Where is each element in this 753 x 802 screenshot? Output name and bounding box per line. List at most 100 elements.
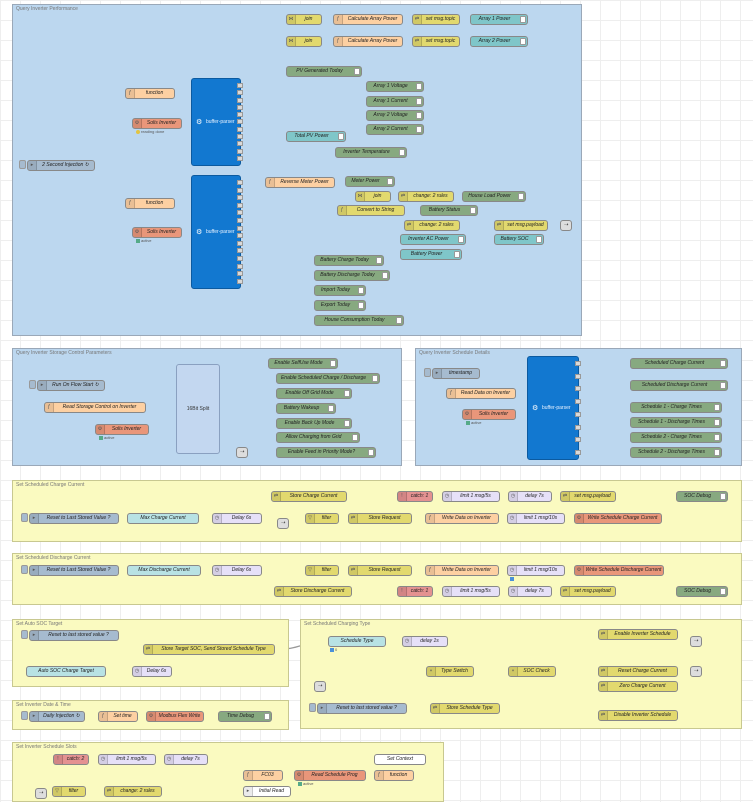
link-in-node[interactable]: ⇢ (314, 681, 326, 692)
inject-button[interactable] (21, 630, 28, 639)
join-node-2[interactable]: ⋈join (286, 36, 322, 47)
catch-node-1b[interactable]: !catch: 1 (397, 586, 433, 597)
catch-node-2[interactable]: !catch: 2 (53, 754, 89, 765)
output-array-2-voltage[interactable]: Array 2 Voltage (366, 110, 424, 121)
output-enable-back-up-mode[interactable]: Enable Back Up Mode (276, 418, 352, 429)
modbus-node-solis-4[interactable]: ⚙Solis Inverter (462, 409, 516, 420)
output-house-load-power[interactable]: House Load Power (462, 191, 526, 202)
modbus-read-schedule-prog[interactable]: ⚙Read Schedule Prog (294, 770, 366, 781)
output-import-today[interactable]: Import Today (314, 285, 366, 296)
limit-10s-2[interactable]: ◷limit 1 msg/10s (507, 565, 565, 576)
output-meter-power[interactable]: Meter Power (345, 176, 395, 187)
output-array-2-current[interactable]: Array 2 Current (366, 124, 424, 135)
debug-soc-1[interactable]: SOC Debug (676, 491, 728, 502)
output-export-today[interactable]: Export Today (314, 300, 366, 311)
change-store-target-soc[interactable]: ⇄Store Target SOC, Send Stored Schedule … (143, 644, 275, 655)
modbus-flex-write[interactable]: ⚙Modbus Flex Write (146, 711, 204, 722)
input-auto-soc-charge-target[interactable]: Auto SOC Charge Target (26, 666, 106, 677)
link-in-node[interactable]: ⇢ (277, 518, 289, 529)
output-allow-charging-from-grid[interactable]: Allow Charging from Grid (276, 432, 360, 443)
change-set-topic-1[interactable]: ⇄set msg.topic (412, 14, 460, 25)
inject-button[interactable] (19, 160, 26, 169)
change-set-topic-2[interactable]: ⇄set msg.topic (412, 36, 460, 47)
output-battery-power[interactable]: Battery Power (400, 249, 462, 260)
output-battery-charge-today[interactable]: Battery Charge Today (314, 255, 384, 266)
output-scheduled-charge-current[interactable]: Scheduled Charge Current (630, 358, 728, 369)
inject-button[interactable] (21, 513, 28, 522)
input-max-charge-current[interactable]: Max Charge Current (127, 513, 199, 524)
input-max-discharge-current[interactable]: Max Discharge Current (127, 565, 201, 576)
debug-soc-2[interactable]: SOC Debug (676, 586, 728, 597)
buffer-parser-node-3[interactable]: ⚙ buffer-parser (527, 356, 581, 460)
output-array-1-power[interactable]: Array 1 Power (470, 14, 528, 25)
inject-button[interactable] (309, 703, 316, 712)
filter-node-1[interactable]: ▽filter (305, 513, 339, 524)
input-schedule-type[interactable]: Schedule Type (328, 636, 386, 647)
bit-split-node[interactable]: 16Bit Split (176, 364, 220, 454)
output-array-1-voltage[interactable]: Array 1 Voltage (366, 81, 424, 92)
switch-type-switch[interactable]: ⑂Type Switch (426, 666, 474, 677)
group-set-charge-current[interactable]: Set Scheduled Charge Current (12, 480, 742, 542)
change-2-rules-b[interactable]: ⇄change: 2 rules (404, 220, 460, 231)
change-set-payload-2[interactable]: ⇄set msg.payload (560, 586, 616, 597)
change-2-rules-c[interactable]: ⇄change: 2 rules (104, 786, 162, 797)
change-store-request-2[interactable]: ⇄Store Request (348, 565, 412, 576)
inject-reset-last-stored-type[interactable]: ▸Reset to last stored value ? (317, 703, 407, 714)
delay-6s-c[interactable]: ◷Delay 6s (132, 666, 172, 677)
inject-daily-injection[interactable]: ▸Daily Injection ↻ (29, 711, 85, 722)
function-node-2[interactable]: ƒ function (125, 198, 175, 209)
output-array-2-power[interactable]: Array 2 Power (470, 36, 528, 47)
change-set-payload-1[interactable]: ⇄set msg.payload (560, 491, 616, 502)
limit-5s-2[interactable]: ◷limit 1 msg/5s (442, 586, 500, 597)
group-set-discharge-current[interactable]: Set Scheduled Discharge Current (12, 553, 742, 605)
change-enable-inverter-schedule[interactable]: ⇄Enable Inverter Schedule (598, 629, 678, 640)
output-battery-discharge-today[interactable]: Battery Discharge Today (314, 270, 390, 281)
function-node-1[interactable]: ƒ function (125, 88, 175, 99)
change-zero-charge-current[interactable]: ⇄Zero Charge Current (598, 681, 678, 692)
change-disable-inverter-schedule[interactable]: ⇄Disable Inverter Schedule (598, 710, 678, 721)
link-out-node[interactable]: ⇢ (690, 666, 702, 677)
delay-6s-b[interactable]: ◷Delay 6s (212, 565, 262, 576)
buffer-parser-node-2[interactable]: ⚙ buffer-parser (191, 175, 243, 289)
comment-set-context[interactable]: Set Context (374, 754, 426, 765)
link-out-node[interactable]: ⇢ (236, 447, 248, 458)
group-query-inverter-performance[interactable]: Query Inverter Performance (12, 4, 582, 336)
link-in-node[interactable]: ⇢ (35, 788, 47, 799)
change-store-charge-current[interactable]: ⇄Store Charge Current (271, 491, 347, 502)
change-reset-charge-current[interactable]: ⇄Reset Charge Current (598, 666, 678, 677)
change-store-schedule-type[interactable]: ⇄Store Schedule Type (430, 703, 500, 714)
buffer-parser-node-1[interactable]: ⚙ buffer-parser (191, 78, 243, 166)
output-battery-status[interactable]: Battery Status (420, 205, 478, 216)
output-enable-feed-in-priority[interactable]: Enable Feed in Priority Mode? (276, 447, 376, 458)
switch-soc-check[interactable]: ⑂SOC Check (508, 666, 556, 677)
inject-initial-read[interactable]: ▸Initial Read (243, 786, 291, 797)
modbus-write-schedule-cc[interactable]: ⚙Write Schedule Charge Current (574, 513, 662, 524)
change-store-discharge-current[interactable]: ⇄Store Discharge Current (274, 586, 352, 597)
output-battery-wakeup[interactable]: Battery Wakeup (276, 403, 336, 414)
change-set-payload-a[interactable]: ⇄set msg.payload (494, 220, 548, 231)
inject-button[interactable] (424, 368, 431, 377)
output-scheduled-discharge-current[interactable]: Scheduled Discharge Current (630, 380, 728, 391)
filter-node-3[interactable]: ▽filter (52, 786, 86, 797)
output-array-1-current[interactable]: Array 1 Current (366, 96, 424, 107)
catch-node-1[interactable]: !catch: 1 (397, 491, 433, 502)
modbus-node-solis-3[interactable]: ⚙Solis Inverter (95, 424, 149, 435)
output-schedule-2-discharge-times[interactable]: Schedule 2 - Discharge Times (630, 447, 722, 458)
filter-node-2[interactable]: ▽filter (305, 565, 339, 576)
group-set-schedule-slots[interactable]: Set Inverter Schedule Slots (12, 742, 444, 802)
change-2-rules-a[interactable]: ⇄change: 2 rules (398, 191, 454, 202)
limit-10s-1[interactable]: ◷limit 1 msg/10s (507, 513, 565, 524)
limit-5s-3[interactable]: ◷limit 1 msg/5s (98, 754, 156, 765)
debug-time[interactable]: Time Debug (218, 711, 272, 722)
inject-button[interactable] (21, 711, 28, 720)
output-inverter-temperature[interactable]: Inverter Temperature (335, 147, 407, 158)
modbus-node-solis-2[interactable]: ⚙ Solis Inverter (132, 227, 182, 238)
change-store-request-1[interactable]: ⇄Store Request (348, 513, 412, 524)
